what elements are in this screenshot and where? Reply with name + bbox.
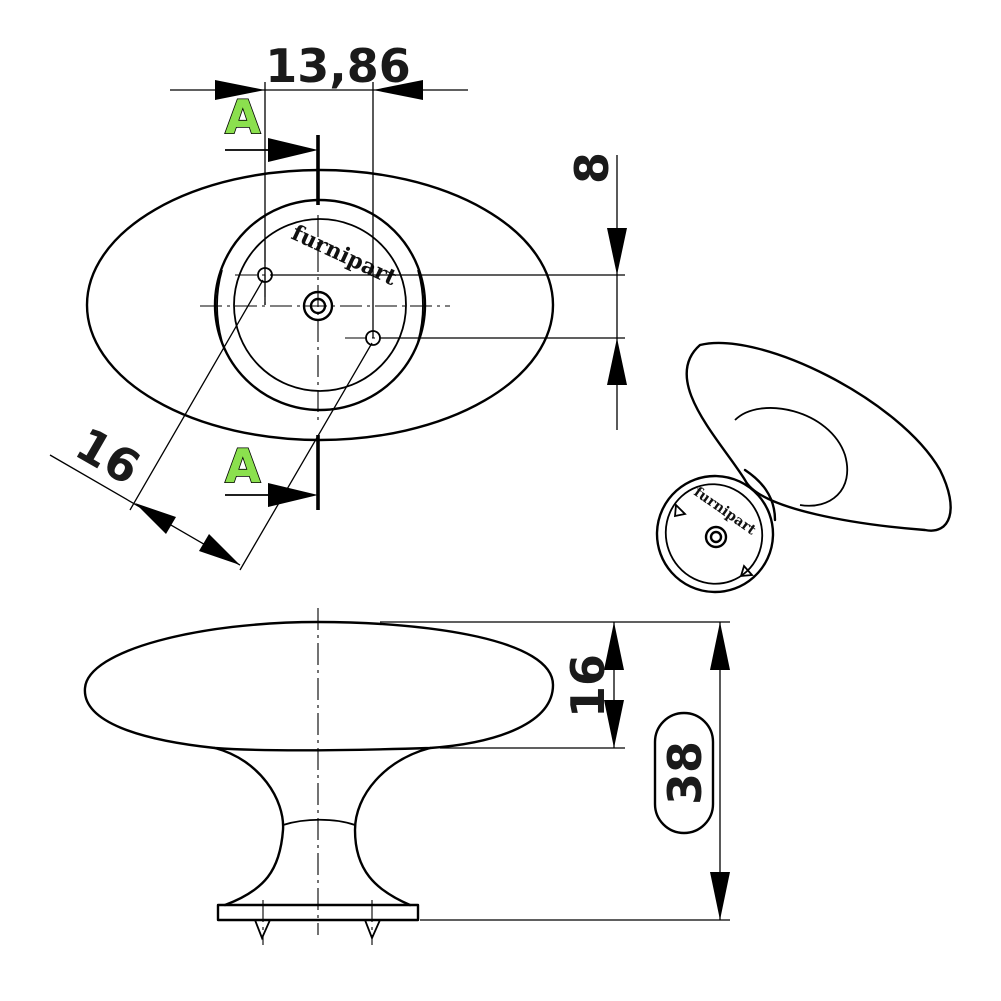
ext-line-16-upper: [129, 279, 264, 511]
dim-arrow-8-lower: [607, 338, 627, 385]
top-view: furnipart A A 13,86 8: [49, 39, 627, 571]
brand-logo-top: furnipart: [287, 220, 401, 292]
dim-arrow-38-top: [710, 622, 730, 670]
ext-line-16-lower: [239, 342, 373, 571]
pin-3d-upper: [673, 503, 687, 518]
insert-3d-outer: [704, 525, 728, 549]
knob-head-inner-3d: [734, 407, 848, 507]
section-label-upper: A: [225, 90, 261, 144]
knob-head-3d: [685, 341, 952, 532]
dim-value-13-86: 13,86: [265, 39, 411, 93]
knob-outline-top: [85, 168, 555, 442]
dim-arrow-38-bottom: [710, 872, 730, 920]
dim-arrow-16-upper: [135, 503, 176, 534]
dim-arrow-16-head-bottom: [604, 700, 624, 748]
dim-value-8: 8: [565, 152, 619, 184]
base-3d-outer: [655, 474, 775, 594]
base-3d-inner: [664, 483, 764, 585]
dim-arrow-16-head-top: [604, 622, 624, 670]
dim-value-38: 38: [658, 741, 712, 805]
knob-head-side: [83, 620, 555, 752]
dim-value-16-head: 16: [561, 654, 615, 718]
dim-arrow-16-lower: [199, 534, 240, 565]
pin-side-left: [254, 919, 271, 941]
neck-waist-line: [282, 818, 356, 826]
knob-neck-left: [213, 746, 285, 907]
reference-dimension-box: [653, 711, 715, 835]
dim-arrow-13-right: [373, 80, 423, 100]
section-label-lower: A: [225, 439, 261, 493]
knob-neck-right: [353, 746, 432, 907]
knob-neck-3d: [743, 468, 777, 522]
perspective-view: furnipart: [655, 341, 952, 594]
dim-value-16-diagonal: 16: [67, 417, 149, 496]
section-arrow-lower: [268, 483, 318, 507]
section-arrow-upper: [268, 138, 318, 162]
base-outer-circle: [213, 198, 427, 412]
base-inner-circle: [233, 218, 407, 392]
pin-3d-lower: [739, 564, 754, 578]
insert-3d-inner: [709, 530, 723, 544]
dim-arrow-8-upper: [607, 228, 627, 275]
dim-arrow-13-left: [215, 80, 265, 100]
side-view: 16 38: [83, 608, 730, 945]
